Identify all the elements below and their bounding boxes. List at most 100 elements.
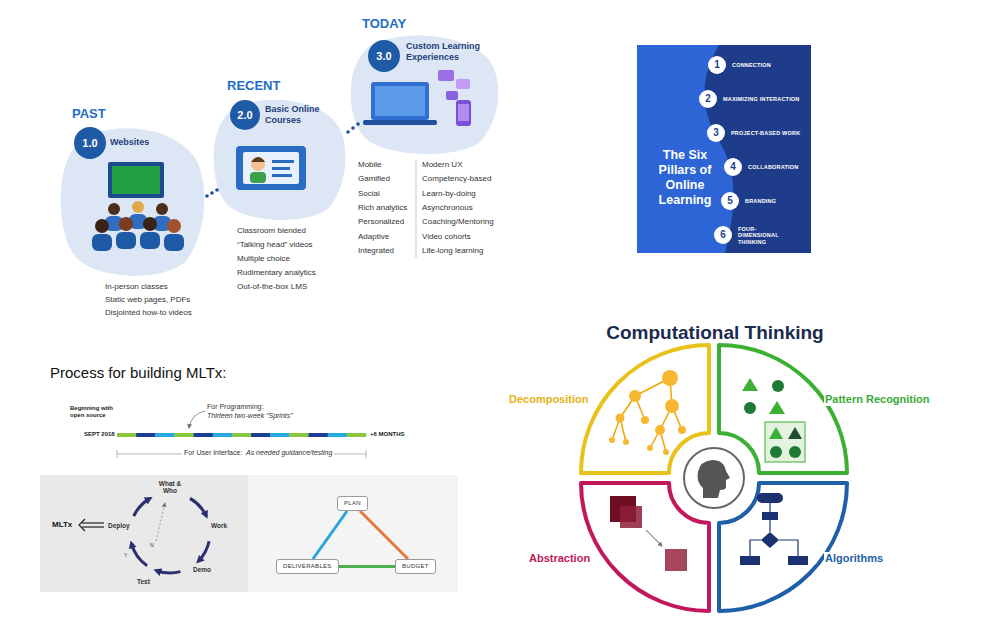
- abstraction-icon: [620, 506, 642, 528]
- product-name: MLTx: [52, 520, 72, 529]
- pointer-line: [189, 411, 205, 428]
- abstraction-icon: [610, 496, 687, 571]
- triangle-box: PLAN: [337, 496, 368, 511]
- dotted-link: [356, 122, 360, 126]
- pillar-number: 6: [714, 229, 732, 241]
- tree-icon: [647, 445, 653, 451]
- flowchart-icon: [761, 532, 779, 548]
- abstraction-icon: [665, 549, 687, 571]
- list-item: Multiple choice: [237, 254, 290, 263]
- pillar-number-circle: 4COLLABORATION: [724, 158, 742, 176]
- branch-line: [156, 503, 165, 541]
- pattern-icon: [789, 446, 801, 458]
- triangle-box: BUDGET: [395, 559, 436, 574]
- video-card-icon: [272, 174, 292, 177]
- list-item: Coaching/Mentoring: [422, 217, 494, 226]
- pattern-icon: [772, 380, 784, 392]
- students-icon: [167, 219, 181, 233]
- timeline-guide: [366, 450, 367, 458]
- tree-icon: [655, 425, 665, 435]
- tree-icon: [678, 426, 686, 434]
- stage-name: Custom Learning Experiences: [406, 41, 486, 63]
- pillar-number-circle: 3PROJECT-BASED WORK: [707, 124, 725, 142]
- pillar-name: PROJECT-BASED WORK: [731, 130, 800, 136]
- timeline-segment: [347, 433, 366, 437]
- pattern-icon: [742, 378, 805, 462]
- pillar-number: 4: [724, 161, 742, 173]
- list-item: Disjointed how-to videos: [105, 308, 192, 317]
- video-card-icon: [251, 157, 265, 162]
- video-card-icon: [272, 160, 294, 163]
- timeline-date: SEPT 2018: [84, 431, 115, 438]
- branch-label: Y: [124, 553, 127, 559]
- students-icon: [156, 203, 168, 215]
- timeline-segment: [136, 433, 155, 437]
- list-item: In-person classes: [105, 282, 168, 291]
- head-icon: [698, 460, 730, 498]
- quadrant-label: Pattern Recognition: [824, 393, 931, 406]
- video-card-icon: [236, 146, 306, 190]
- blob-shape: [214, 100, 346, 220]
- version-number: 2.0: [230, 109, 260, 122]
- laptop-icon: [363, 82, 437, 125]
- flowchart-icon: [769, 520, 770, 532]
- head-icon: [684, 448, 744, 508]
- list-item: Classroom blended: [237, 226, 306, 235]
- pillar-number: 1: [708, 59, 726, 71]
- chalkboard-icon: [112, 166, 160, 194]
- phone-icon: [458, 104, 469, 121]
- students-icon: [132, 201, 144, 213]
- timeline-segment: [289, 433, 308, 437]
- timeline-segment: [232, 433, 251, 437]
- double-arrow: [82, 526, 104, 527]
- pattern-icon: [742, 378, 758, 391]
- cycle-arrow: [198, 541, 209, 561]
- cycle-panel: [40, 475, 248, 592]
- connector-line: [339, 565, 395, 568]
- list-item: Rudimentary analytics: [237, 268, 316, 277]
- list-item: Personalized: [358, 217, 404, 226]
- list-item: Learn-by-doing: [422, 189, 476, 198]
- timeline-segment: [251, 433, 270, 437]
- video-card-icon: [251, 157, 265, 171]
- era-blob: TODAYCustom Learning Experiences3.0: [350, 33, 500, 155]
- pillar-number-circle: 2MAXIMIZING INTERACTION: [699, 90, 717, 108]
- timeline-segment: [270, 433, 289, 437]
- tree-icon: [663, 449, 669, 455]
- dotted-link: [346, 130, 350, 134]
- stage-name: Websites: [110, 137, 180, 148]
- list-item: Out-of-the-box LMS: [237, 282, 307, 291]
- pillar-number-circle: 5BRANDING: [721, 192, 739, 210]
- laptop-icon: [363, 120, 437, 125]
- double-arrow: [79, 519, 104, 531]
- list-item: Static web pages, PDFs: [105, 295, 190, 304]
- phone-icon: [456, 100, 471, 126]
- version-badge: 3.0: [368, 40, 400, 72]
- chat-bubble-icon: [438, 70, 454, 81]
- students-icon: [119, 217, 133, 231]
- flowchart-icon: [788, 556, 808, 565]
- timeline-segment: [194, 433, 213, 437]
- list-item: Gamified: [358, 174, 390, 183]
- pattern-icon: [769, 401, 785, 414]
- tree-icon: [616, 414, 625, 423]
- quadrant-outline: [581, 345, 847, 611]
- timeline-note: As needed guidance/testing: [244, 449, 334, 457]
- blob-shape: [351, 36, 499, 154]
- box-label: PLAN: [344, 500, 361, 507]
- pattern-icon: [765, 422, 805, 462]
- cycle-step: Deploy: [108, 522, 130, 529]
- timeline-segment: [309, 433, 328, 437]
- students-icon: [95, 219, 109, 233]
- tree-icon: [623, 439, 629, 445]
- panel-title: Computational Thinking: [560, 322, 870, 344]
- list-item: “Talking head” videos: [237, 240, 313, 249]
- card-shape: [704, 45, 811, 253]
- dotted-link: [205, 194, 209, 198]
- quadrant-label: Decomposition: [508, 393, 589, 406]
- quadrant-outline: [581, 483, 709, 611]
- timeline-date: +6 MONTHS: [370, 431, 405, 438]
- era-heading: PAST: [72, 107, 106, 122]
- list-item: Asynchronous: [422, 203, 473, 212]
